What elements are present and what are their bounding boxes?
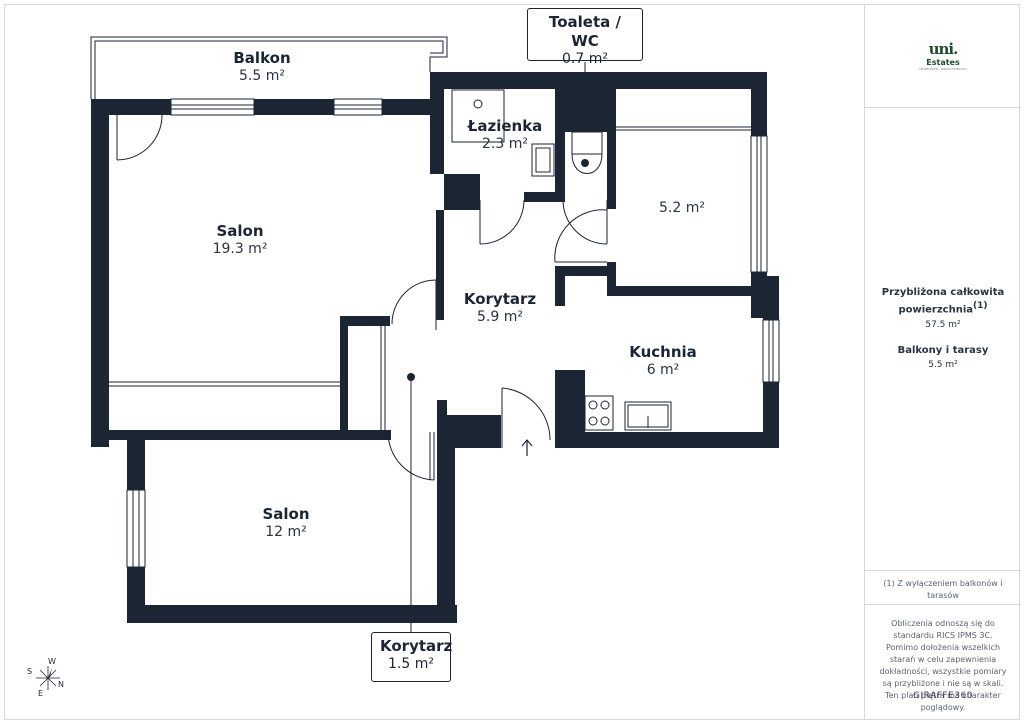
- room-name: Korytarz: [463, 290, 537, 308]
- divider: [865, 107, 1021, 108]
- room-label-lazienka: Łazienka 2.3 m²: [468, 117, 543, 153]
- wc-point: [581, 159, 589, 167]
- walls: [91, 72, 779, 623]
- divider: [865, 570, 1021, 571]
- room-label-korytarz-lower: Korytarz 1.5 m²: [371, 632, 453, 682]
- windows: [126, 98, 780, 568]
- company-logo: uni. Estates DEWELOPER · NIERUCHOMOŚCI: [865, 40, 1021, 71]
- room-area: 19.3 m²: [212, 240, 268, 257]
- disclaimer: Obliczenia odnoszą się do standardu RICS…: [879, 619, 1007, 712]
- room-area: 1.5 m²: [388, 655, 434, 672]
- room-label-salon-main: Salon 19.3 m²: [213, 222, 268, 258]
- room-name: Toaleta / WC: [549, 13, 621, 50]
- info-sidebar: uni. Estates DEWELOPER · NIERUCHOMOŚCI P…: [864, 4, 1021, 720]
- room-area: 5.9 m²: [477, 308, 523, 325]
- footnote-mark: (1): [973, 300, 988, 311]
- compass-n: N: [58, 680, 64, 689]
- room-name: Salon: [216, 222, 264, 240]
- room-area: 2.3 m²: [482, 135, 528, 152]
- room-label-toaleta: Toaleta / WC 0.7 m²: [527, 8, 643, 67]
- room-name: Kuchnia: [629, 343, 697, 361]
- compass: W S E N: [24, 656, 74, 700]
- room-area: 5.2 m²: [659, 200, 705, 216]
- room-area: 12 m²: [265, 523, 307, 540]
- room-name: Balkon: [233, 49, 291, 67]
- room-area: 6 m²: [646, 361, 680, 378]
- compass-w: W: [48, 657, 56, 666]
- room-label-pokoj: 5.2 m²: [659, 200, 705, 218]
- fixtures: [451, 89, 672, 431]
- compass-s: S: [27, 667, 33, 676]
- room-area: 0.7 m²: [562, 50, 608, 67]
- balcony-outline: [90, 36, 448, 99]
- room-name: Salon: [262, 505, 310, 523]
- leader-lines: [410, 62, 586, 632]
- room-name: Łazienka: [467, 117, 543, 135]
- footnote: (1) Z wyłączeniem balkonów i tarasów: [883, 579, 1003, 600]
- room-label-salon-lower: Salon 12 m²: [262, 505, 309, 541]
- compass-rose-icon: [36, 666, 60, 690]
- room-label-kuchnia: Kuchnia 6 m²: [629, 343, 697, 379]
- room-area: 5.5 m²: [239, 67, 285, 84]
- logo-tagline: DEWELOPER · NIERUCHOMOŚCI: [919, 67, 967, 71]
- entrance-arrow: [521, 439, 533, 456]
- balcony-label: Balkony i tarasy: [897, 345, 989, 356]
- room-name: Korytarz: [380, 637, 453, 655]
- logo-mark: uni.: [928, 40, 959, 58]
- compass-e: E: [38, 689, 44, 698]
- room-label-korytarz: Korytarz 5.9 m²: [464, 290, 536, 326]
- brand-mark: GIRAFFE360: [913, 691, 973, 701]
- floor-plan: [90, 36, 780, 632]
- total-area-value: 57.5 m²: [925, 320, 961, 330]
- logo-name: Estates: [926, 58, 960, 67]
- balcony-value: 5.5 m²: [928, 360, 958, 370]
- doors: [116, 114, 608, 481]
- room-label-balkon: Balkon 5.5 m²: [233, 49, 290, 85]
- page-frame: [4, 4, 1020, 720]
- total-area-label: Przybliżona całkowita powierzchnia(1): [881, 287, 1005, 315]
- divider: [865, 604, 1021, 605]
